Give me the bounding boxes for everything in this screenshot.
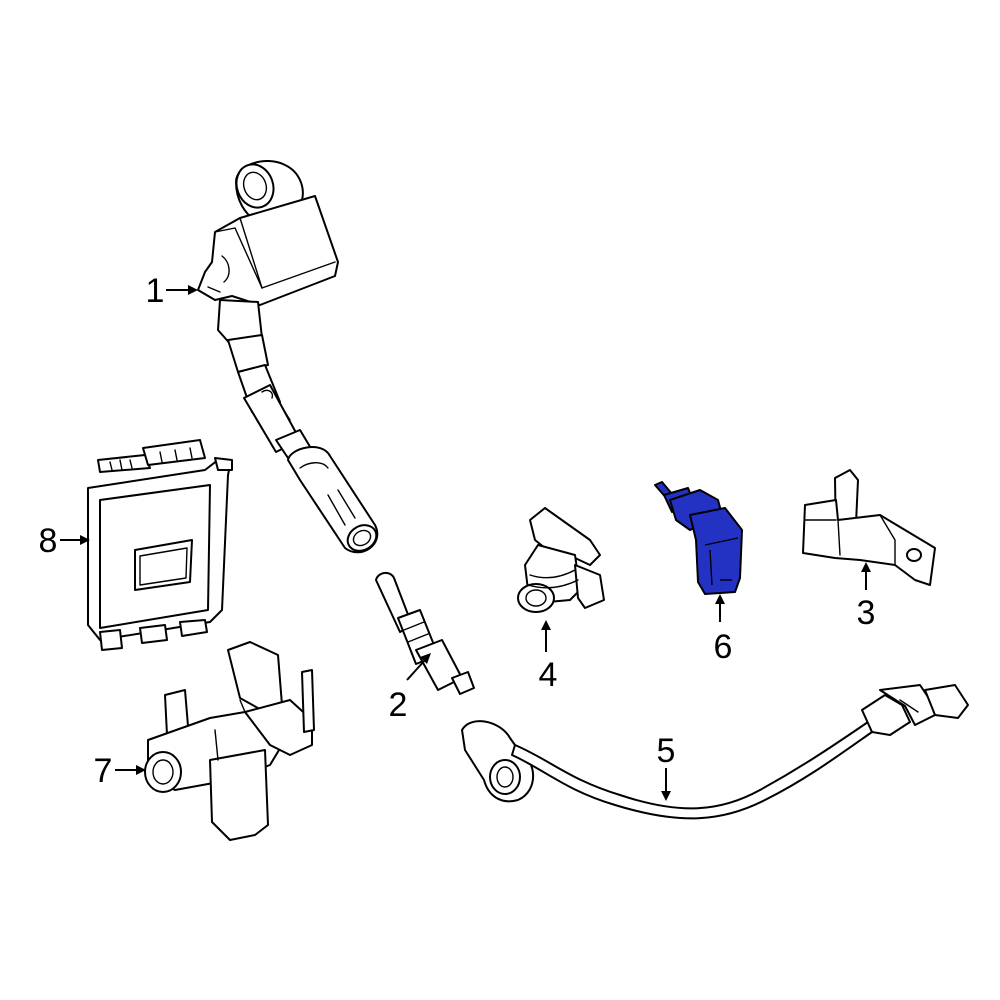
callout-label-8: 8: [39, 522, 58, 560]
callout-8: 8: [39, 522, 90, 560]
callout-5: 5: [657, 732, 676, 801]
part-1-ignition-coil[interactable]: [197, 159, 381, 556]
part-7-pressure-valve[interactable]: [144, 641, 315, 841]
part-2-spark-plug[interactable]: [375, 572, 475, 695]
callout-label-7: 7: [94, 752, 113, 790]
callout-label-1: 1: [146, 272, 165, 310]
callout-label-3: 3: [857, 594, 876, 632]
callout-4: 4: [539, 620, 558, 694]
part-8-engine-control-module[interactable]: [87, 439, 233, 651]
part-3-bracket[interactable]: [802, 469, 936, 586]
part-6-sensor-highlighted[interactable]: [654, 481, 743, 595]
callout-label-5: 5: [657, 732, 676, 770]
part-5-crankshaft-sensor-cable[interactable]: [461, 684, 969, 820]
callout-label-6: 6: [714, 628, 733, 666]
part-4-camshaft-sensor[interactable]: [517, 507, 605, 613]
callout-1: 1: [146, 272, 198, 310]
callout-6: 6: [714, 594, 733, 666]
callout-7: 7: [94, 752, 146, 790]
callout-3: 3: [857, 562, 876, 632]
callout-2: 2: [389, 653, 431, 724]
highlight-fill: [689, 507, 743, 595]
callout-label-4: 4: [539, 656, 558, 694]
callout-label-2: 2: [389, 686, 408, 724]
